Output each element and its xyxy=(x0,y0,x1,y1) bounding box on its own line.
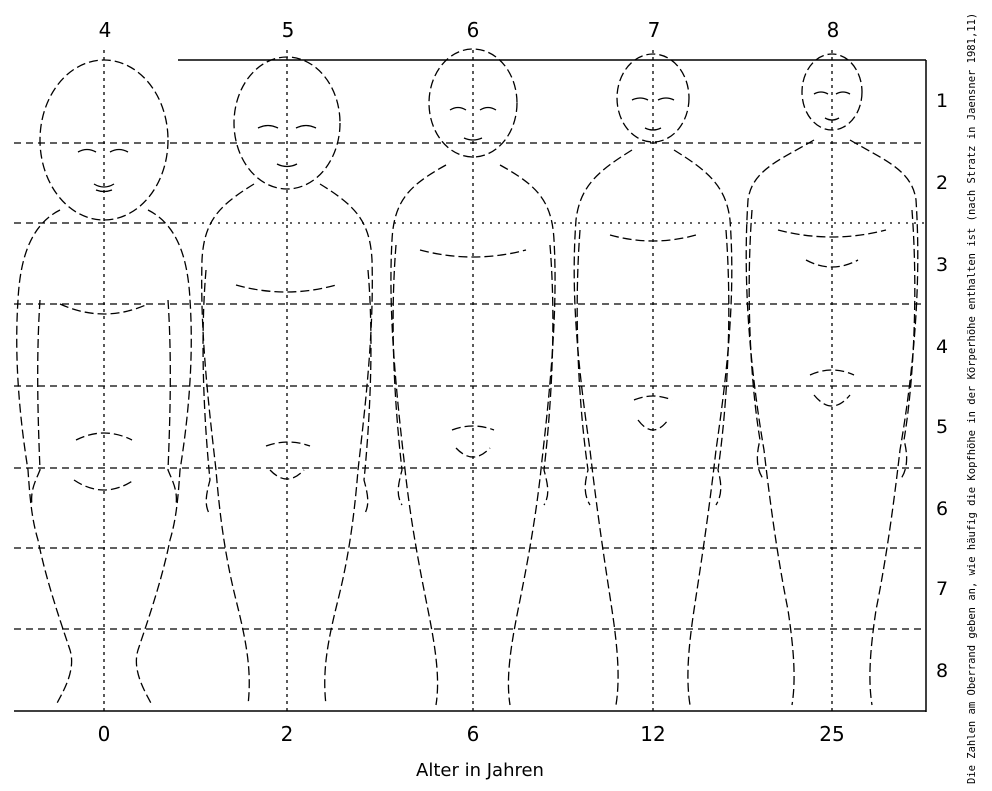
row-number-7: 7 xyxy=(930,578,954,600)
head-count-label-8: 8 xyxy=(818,18,848,42)
figure-age-12 xyxy=(574,50,732,711)
arm-right xyxy=(716,230,729,505)
age-label-2: 2 xyxy=(267,722,307,746)
row-number-1: 1 xyxy=(930,90,954,112)
figure-age-25 xyxy=(746,50,918,711)
age-label-25: 25 xyxy=(812,722,852,746)
arm-right xyxy=(364,270,371,515)
figure-age-0 xyxy=(17,50,192,711)
head-count-label-7: 7 xyxy=(639,18,669,42)
eyes xyxy=(78,150,128,153)
arm-left xyxy=(203,270,210,515)
head-count-label-5: 5 xyxy=(273,18,303,42)
row-number-2: 2 xyxy=(930,172,954,194)
age-label-6: 6 xyxy=(453,722,493,746)
head-count-label-4: 4 xyxy=(90,18,120,42)
arm-left xyxy=(393,245,402,505)
mouth xyxy=(825,118,839,120)
age-label-12: 12 xyxy=(633,722,673,746)
row-number-4: 4 xyxy=(930,336,954,358)
figure-age-6 xyxy=(391,49,555,711)
mouth xyxy=(464,138,482,140)
figure-age-2 xyxy=(202,50,373,711)
row-number-5: 5 xyxy=(930,416,954,438)
row-grid xyxy=(14,143,926,629)
arm-left xyxy=(32,300,40,505)
arm-left xyxy=(577,230,590,505)
x-axis-label: Alter in Jahren xyxy=(300,760,660,781)
row-number-8: 8 xyxy=(930,660,954,682)
torso-details xyxy=(236,285,336,479)
age-label-0: 0 xyxy=(84,722,124,746)
row-number-6: 6 xyxy=(930,498,954,520)
caption-container: Die Zahlen am Oberrand geben an, wie häu… xyxy=(962,8,988,788)
caption-text: Die Zahlen am Oberrand geben an, wie häu… xyxy=(966,13,978,784)
arm-right xyxy=(544,245,553,505)
figures xyxy=(17,49,918,711)
row-number-3: 3 xyxy=(930,254,954,276)
arm-right xyxy=(168,300,176,505)
head-outline xyxy=(40,60,168,220)
head-count-label-6: 6 xyxy=(458,18,488,42)
